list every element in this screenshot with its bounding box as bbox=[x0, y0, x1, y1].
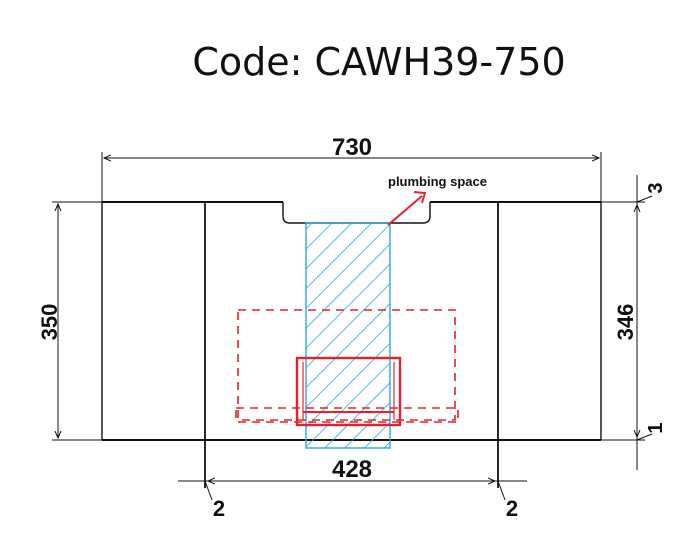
dimension-730: 730 bbox=[332, 134, 372, 161]
dimension-left-2: 2 bbox=[213, 496, 225, 521]
plumbing-arrow bbox=[387, 191, 427, 226]
dimension-overall-width bbox=[101, 152, 602, 202]
plumbing-space-area bbox=[305, 222, 391, 449]
dimension-right-2: 2 bbox=[506, 496, 518, 521]
dimension-1: 1 bbox=[645, 422, 667, 433]
dimension-346: 346 bbox=[613, 304, 638, 341]
plumbing-space-label: plumbing space bbox=[388, 174, 487, 189]
dimension-inner-width bbox=[178, 481, 527, 501]
drawer-fixture bbox=[235, 309, 459, 427]
dimension-350: 350 bbox=[37, 304, 62, 341]
dimension-overall-height bbox=[52, 201, 102, 441]
drawing-title: Code: CAWH39-750 bbox=[192, 40, 566, 84]
dimension-428: 428 bbox=[332, 456, 372, 483]
sink-bowl bbox=[282, 202, 431, 224]
dimension-inner-height bbox=[601, 175, 653, 470]
dimension-3: 3 bbox=[645, 182, 667, 193]
